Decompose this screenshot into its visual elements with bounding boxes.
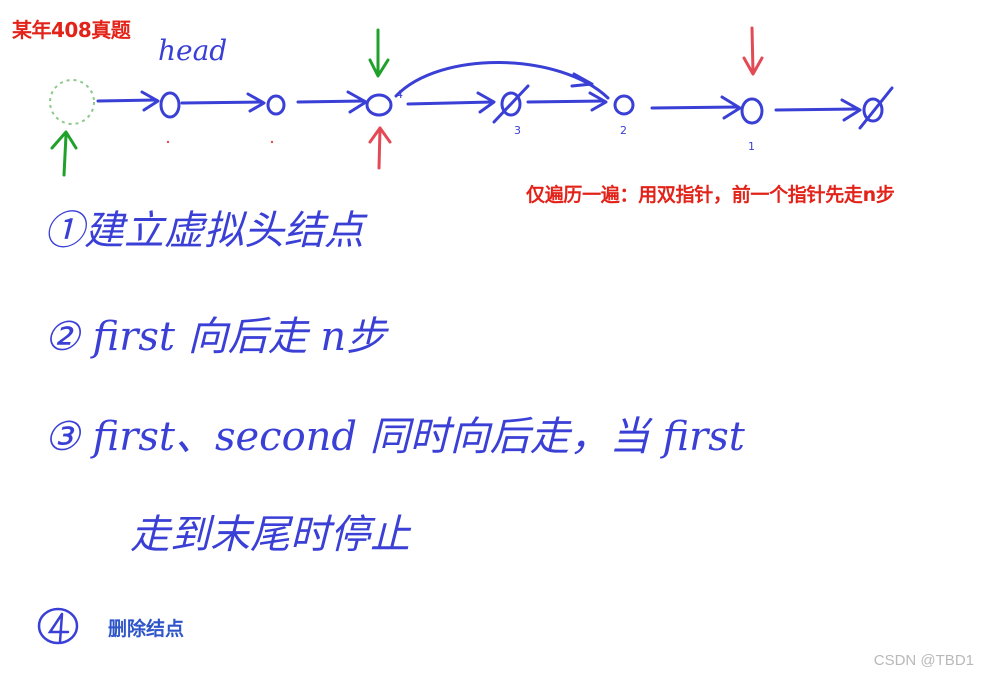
- two-pointer-note: 仅遍历一遍：用双指针，前一个指针先走n步: [526, 184, 895, 206]
- green-pointer-arrows: [50, 28, 390, 177]
- step3-handwritten-line1: ③ first、second 同时向后走，当 first: [44, 414, 746, 460]
- step4-label: 删除结点: [108, 618, 185, 640]
- step3-handwritten-line2: 走到末尾时停止: [130, 512, 412, 558]
- list-arrows: [96, 61, 894, 130]
- node-number-3: 3: [514, 124, 521, 137]
- page-title: 某年408真题: [12, 18, 131, 42]
- red-pointer-arrows: [368, 26, 764, 170]
- node-number-4: 4: [396, 88, 403, 101]
- step4-circle-icon: [37, 607, 79, 645]
- node-number-2: 2: [620, 124, 627, 137]
- step1-handwritten: ①建立虚拟头结点: [44, 208, 368, 254]
- node-number-1: 1: [748, 140, 755, 153]
- step2-handwritten: ② first 向后走 n步: [44, 314, 389, 360]
- red-tick-marks: [166, 140, 274, 144]
- node-numbers: 3 2 1 4: [396, 88, 755, 153]
- head-label: head: [158, 34, 227, 67]
- dummy-node: [49, 79, 95, 125]
- watermark: CSDN @TBD1: [873, 652, 974, 669]
